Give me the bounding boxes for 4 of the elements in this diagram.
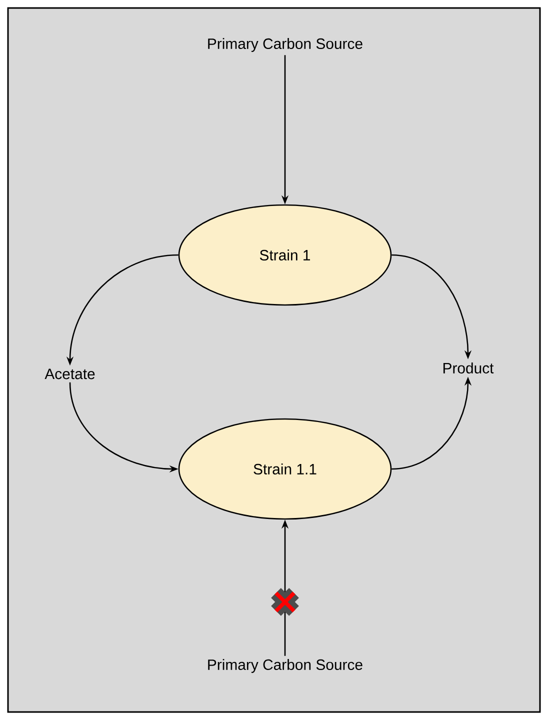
substance-label: Product	[443, 362, 494, 374]
substance-label: Acetate	[44, 368, 95, 380]
substance-label: Primary Carbon Source	[208, 659, 362, 673]
substance-label: Primary Carbon Source	[208, 38, 362, 52]
